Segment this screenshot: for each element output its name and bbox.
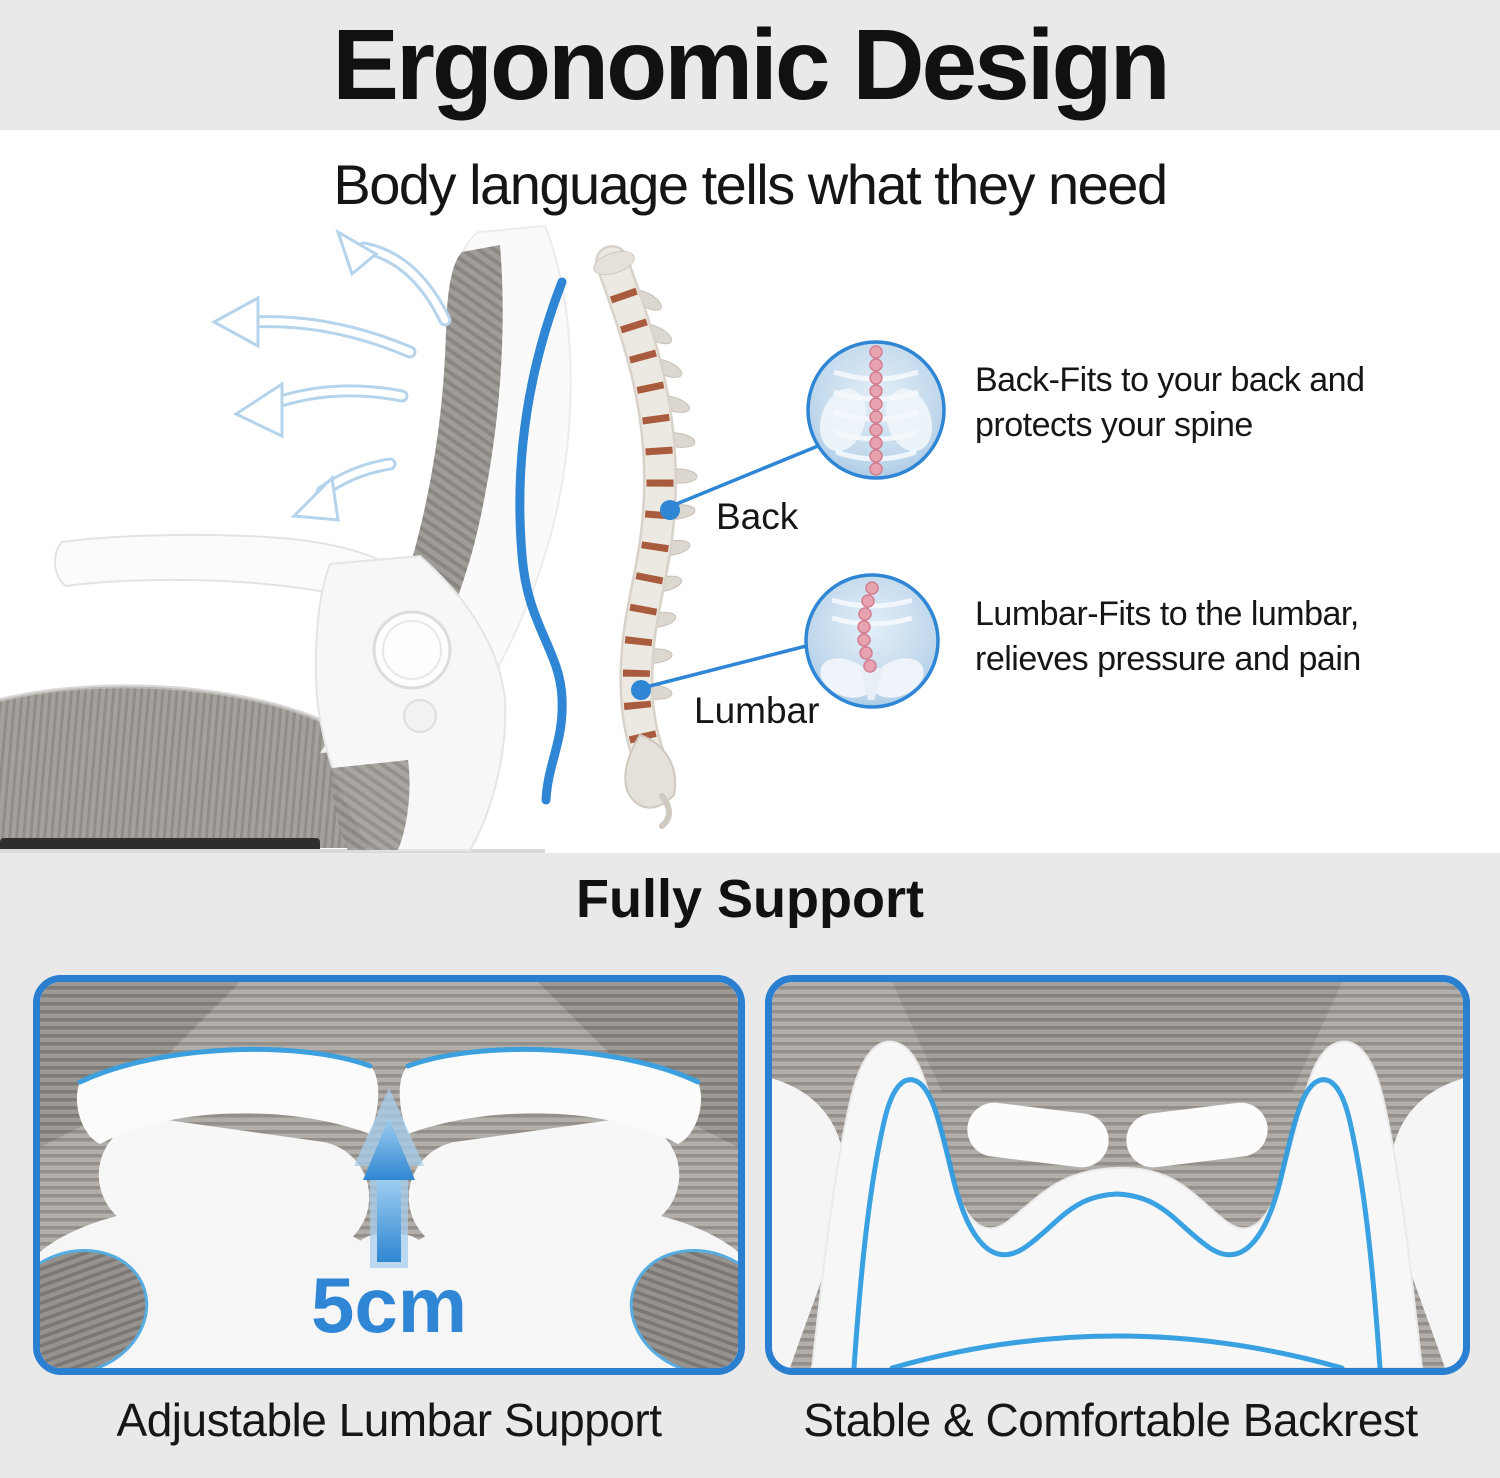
backrest-armrests: [772, 1078, 1463, 1368]
spine-discs: [599, 257, 674, 786]
chair-photo: [0, 225, 572, 853]
sacrum: [624, 733, 677, 809]
lumbar-note: Lumbar-Fits to the lumbar, relieves pres…: [975, 595, 1361, 678]
backrest-panel: [765, 975, 1470, 1375]
spine-illustration: [593, 245, 698, 829]
hero-illustration: Back Lumbar Back-Fits to your back and p…: [0, 225, 1500, 853]
title-band: [0, 0, 1500, 130]
lumbar-support-panel: 5cm: [33, 975, 745, 1375]
lumbar-measurement: 5cm: [310, 1261, 468, 1349]
backrest-photo: [772, 982, 1463, 1368]
back-marker-dot: [660, 500, 680, 520]
spine-curve-icon: [515, 277, 567, 805]
fully-support-section: Fully Support: [0, 853, 1500, 1478]
lumbar-marker-dot: [631, 680, 651, 700]
lumbar-pads: [76, 1046, 702, 1254]
hero-graphic: [0, 225, 946, 853]
back-detail-callout: [660, 340, 946, 520]
backrest-caption: Stable & Comfortable Backrest: [803, 1394, 1418, 1446]
support-heading: Fully Support: [576, 869, 924, 929]
back-note: Back-Fits to your back and protects your…: [975, 361, 1365, 444]
airflow-arrows-icon: [210, 228, 452, 522]
back-point-label: Back: [716, 496, 799, 537]
lumbar-support-caption: Adjustable Lumbar Support: [116, 1394, 662, 1446]
page-title: Ergonomic Design: [332, 9, 1170, 121]
backrest-contour: [851, 1077, 1383, 1368]
backrest-frame: [810, 1040, 1424, 1368]
lumbar-detail-callout: [631, 573, 940, 709]
lumbar-point-label: Lumbar: [694, 690, 820, 731]
backrest-pads: [967, 1102, 1268, 1168]
up-arrow-icon: [354, 1088, 424, 1268]
page-subtitle: Body language tells what they need: [333, 153, 1168, 216]
lumbar-support-photo: [40, 982, 738, 1368]
